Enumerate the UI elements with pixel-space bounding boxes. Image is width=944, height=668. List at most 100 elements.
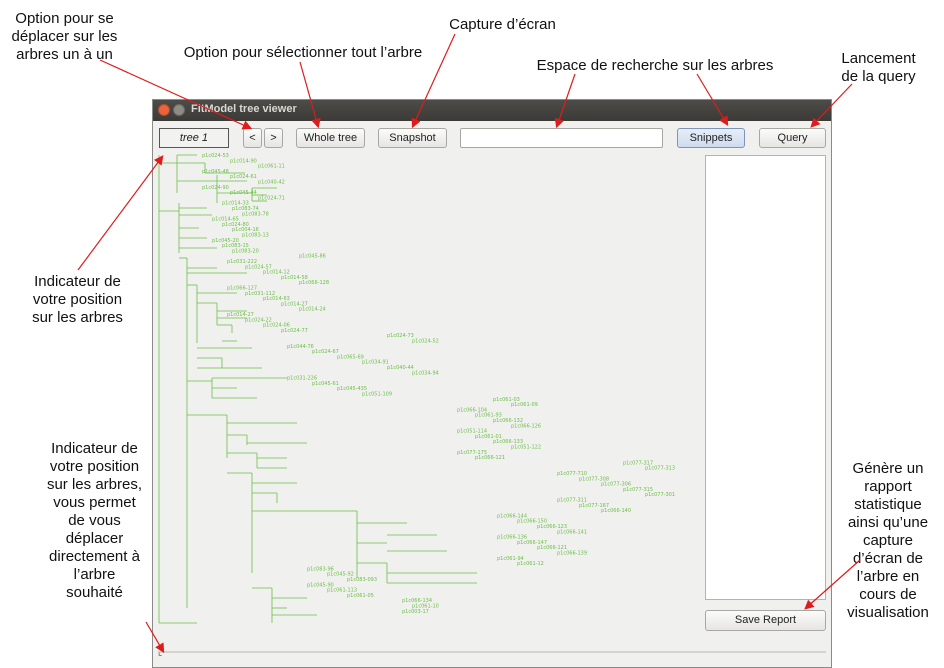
tree-leaf-label: p1c014-65 (212, 217, 239, 223)
tree-leaf-label: p1c045-86 (299, 254, 326, 260)
annotation-line: souhaité (66, 584, 123, 601)
tree-leaf-label: p1c051-109 (362, 392, 392, 398)
annotation-line: Indicateur de (34, 273, 121, 290)
tree-leaf-label: p1c031-222 (227, 259, 257, 265)
tree-leaf-label: p1c077-710 (557, 471, 587, 477)
tree-leaf-label: p1c066-128 (299, 280, 329, 286)
tree-leaf-label: p1c024-71 (258, 195, 285, 201)
tree-leaf-label: p1c014-90 (230, 158, 257, 164)
tree-leaf-label: p1c024-53 (202, 153, 229, 159)
tree-leaf-label: p1c083-78 (242, 211, 269, 217)
annotation-line: vous permet (53, 494, 136, 511)
tree-leaf-label: p1c061-05 (347, 593, 374, 599)
annotation-select-whole-tree: Option pour sélectionner tout l’arbre (183, 44, 423, 61)
tree-leaf-label: p1c003-17 (402, 609, 429, 615)
annotation-report: Génère un rapport statistique ainsi qu’u… (835, 460, 941, 622)
tree-leaf-label: p1c051-114 (457, 429, 487, 435)
tree-leaf-label: p1c066-134 (402, 598, 432, 604)
tree-leaf-label: p1c061-12 (517, 561, 544, 567)
tree-leaf-label: p1c077-175 (457, 450, 487, 456)
annotation-line: rapport (864, 478, 912, 495)
tree-leaf-label: p1c045-44 (230, 190, 257, 196)
tree-leaf-label: p1c066-140 (601, 508, 631, 514)
phylogenetic-tree[interactable]: p1c024-53p1c014-90p1c061-11p1c045-48p1c0… (157, 153, 702, 648)
minimize-window-button[interactable] (173, 104, 185, 116)
tree-leaf-label: p1c024-52 (412, 339, 439, 345)
tree-leaf-label: p1c014-24 (299, 307, 326, 313)
tree-leaf-label: p1c061-10 (412, 604, 439, 610)
tree-leaf-label: p1c077-301 (645, 492, 675, 498)
whole-tree-button[interactable]: Whole tree (296, 128, 365, 148)
tree-leaf-label: p1c044-76 (287, 344, 314, 350)
annotation-screenshot: Capture d’écran (449, 16, 556, 33)
annotation-line: ainsi qu’une (847, 514, 929, 531)
tree-leaf-label: p1c061-01 (475, 434, 502, 440)
tree-leaf-label: p1c024-67 (312, 349, 339, 355)
tree-leaf-label: p1c066-139 (557, 551, 587, 557)
tree-leaf-label: p1c045-61 (312, 381, 339, 387)
annotation-line: votre position (49, 458, 140, 475)
annotation-line: statistique (854, 496, 922, 513)
tree-leaf-label: p1c031-226 (287, 376, 317, 382)
search-input[interactable] (460, 128, 663, 148)
snippets-panel[interactable] (705, 155, 826, 600)
tree-leaf-label: p1c045-90 (307, 582, 334, 588)
tree-leaf-label: p1c077-311 (557, 498, 587, 504)
tree-leaf-label: p1c040-42 (258, 180, 285, 186)
annotation-line: de la query (841, 68, 916, 85)
previous-tree-button[interactable]: < (243, 128, 262, 148)
tree-leaf-label: p1c066-136 (497, 535, 527, 541)
tree-leaf-label: p1c004-16 (232, 227, 259, 233)
tree-leaf-label: p1c061-03 (493, 397, 520, 403)
tree-leaf-label: p1c024-22 (245, 317, 272, 323)
tree-leaf-label: p1c045-92 (327, 572, 354, 578)
window-title: FitModel tree viewer (191, 103, 297, 115)
query-button[interactable]: Query (759, 128, 826, 148)
annotation-line: l’arbre (73, 566, 116, 583)
tree-leaf-label: p1c051-122 (511, 445, 541, 451)
tree-leaf-label: p1c083-13 (242, 233, 269, 239)
annotation-nav-one-by-one: Option pour se déplacer sur les arbres u… (2, 10, 127, 64)
tree-leaf-label: p1c066-104 (457, 407, 487, 413)
tree-leaf-label: p1c045-435 (337, 386, 367, 392)
tree-horizontal-scrollbar[interactable] (158, 651, 826, 653)
tree-leaf-label: p1c014-63 (263, 296, 290, 302)
annotation-line: sur les arbres, (46, 476, 143, 493)
annotation-line: d’écran de (852, 550, 924, 567)
tree-leaf-label: p1c066-126 (511, 423, 541, 429)
tree-leaf-label: p1c066-133 (493, 439, 523, 445)
arrow-indicator (77, 155, 164, 271)
tree-leaf-label: p1c061-11 (258, 164, 285, 170)
annotation-line: directement à (49, 548, 140, 565)
annotation-line: capture (862, 532, 914, 549)
annotation-search-space: Espace de recherche sur les arbres (536, 57, 774, 74)
tree-leaf-label: p1c077-306 (601, 482, 631, 488)
snippets-button[interactable]: Snippets (677, 128, 745, 148)
annotation-position-indicator: Indicateur de votre position sur les arb… (20, 273, 135, 327)
snapshot-button[interactable]: Snapshot (378, 128, 447, 148)
tree-leaf-label: p1c077-313 (645, 466, 675, 472)
annotation-line: votre position (32, 291, 123, 308)
tree-leaf-label: p1c034-91 (362, 360, 389, 366)
tree-leaf-label: p1c024-73 (387, 333, 414, 339)
annotation-line: Génère un (852, 460, 924, 477)
close-window-button[interactable] (158, 104, 170, 116)
tree-leaf-label: p1c077-317 (623, 460, 653, 466)
annotation-line: Indicateur de (51, 440, 138, 457)
tree-position-marker[interactable]: ⌞ (158, 647, 163, 657)
app-window: FitModel tree viewer tree 1 < > Whole tr… (152, 99, 832, 668)
tree-leaf-label: p1c066-127 (227, 286, 257, 292)
title-bar: FitModel tree viewer (153, 100, 831, 121)
tree-leaf-label: p1c066-141 (557, 529, 587, 535)
tree-leaf-label: p1c045-20 (212, 238, 239, 244)
tree-leaf-label: p1c066-147 (517, 540, 547, 546)
tree-leaf-label: p1c061-113 (327, 588, 357, 594)
annotation-line: déplacer sur les (11, 28, 118, 45)
tree-position-indicator[interactable]: tree 1 (159, 128, 229, 148)
save-report-button[interactable]: Save Report (705, 610, 826, 631)
next-tree-button[interactable]: > (264, 128, 283, 148)
tree-leaf-label: p1c024-90 (202, 185, 229, 191)
tree-leaf-label: p1c066-144 (497, 513, 527, 519)
tree-leaf-label: p1c014-33 (222, 201, 249, 207)
tree-leaf-label: p1c024-61 (230, 174, 257, 180)
